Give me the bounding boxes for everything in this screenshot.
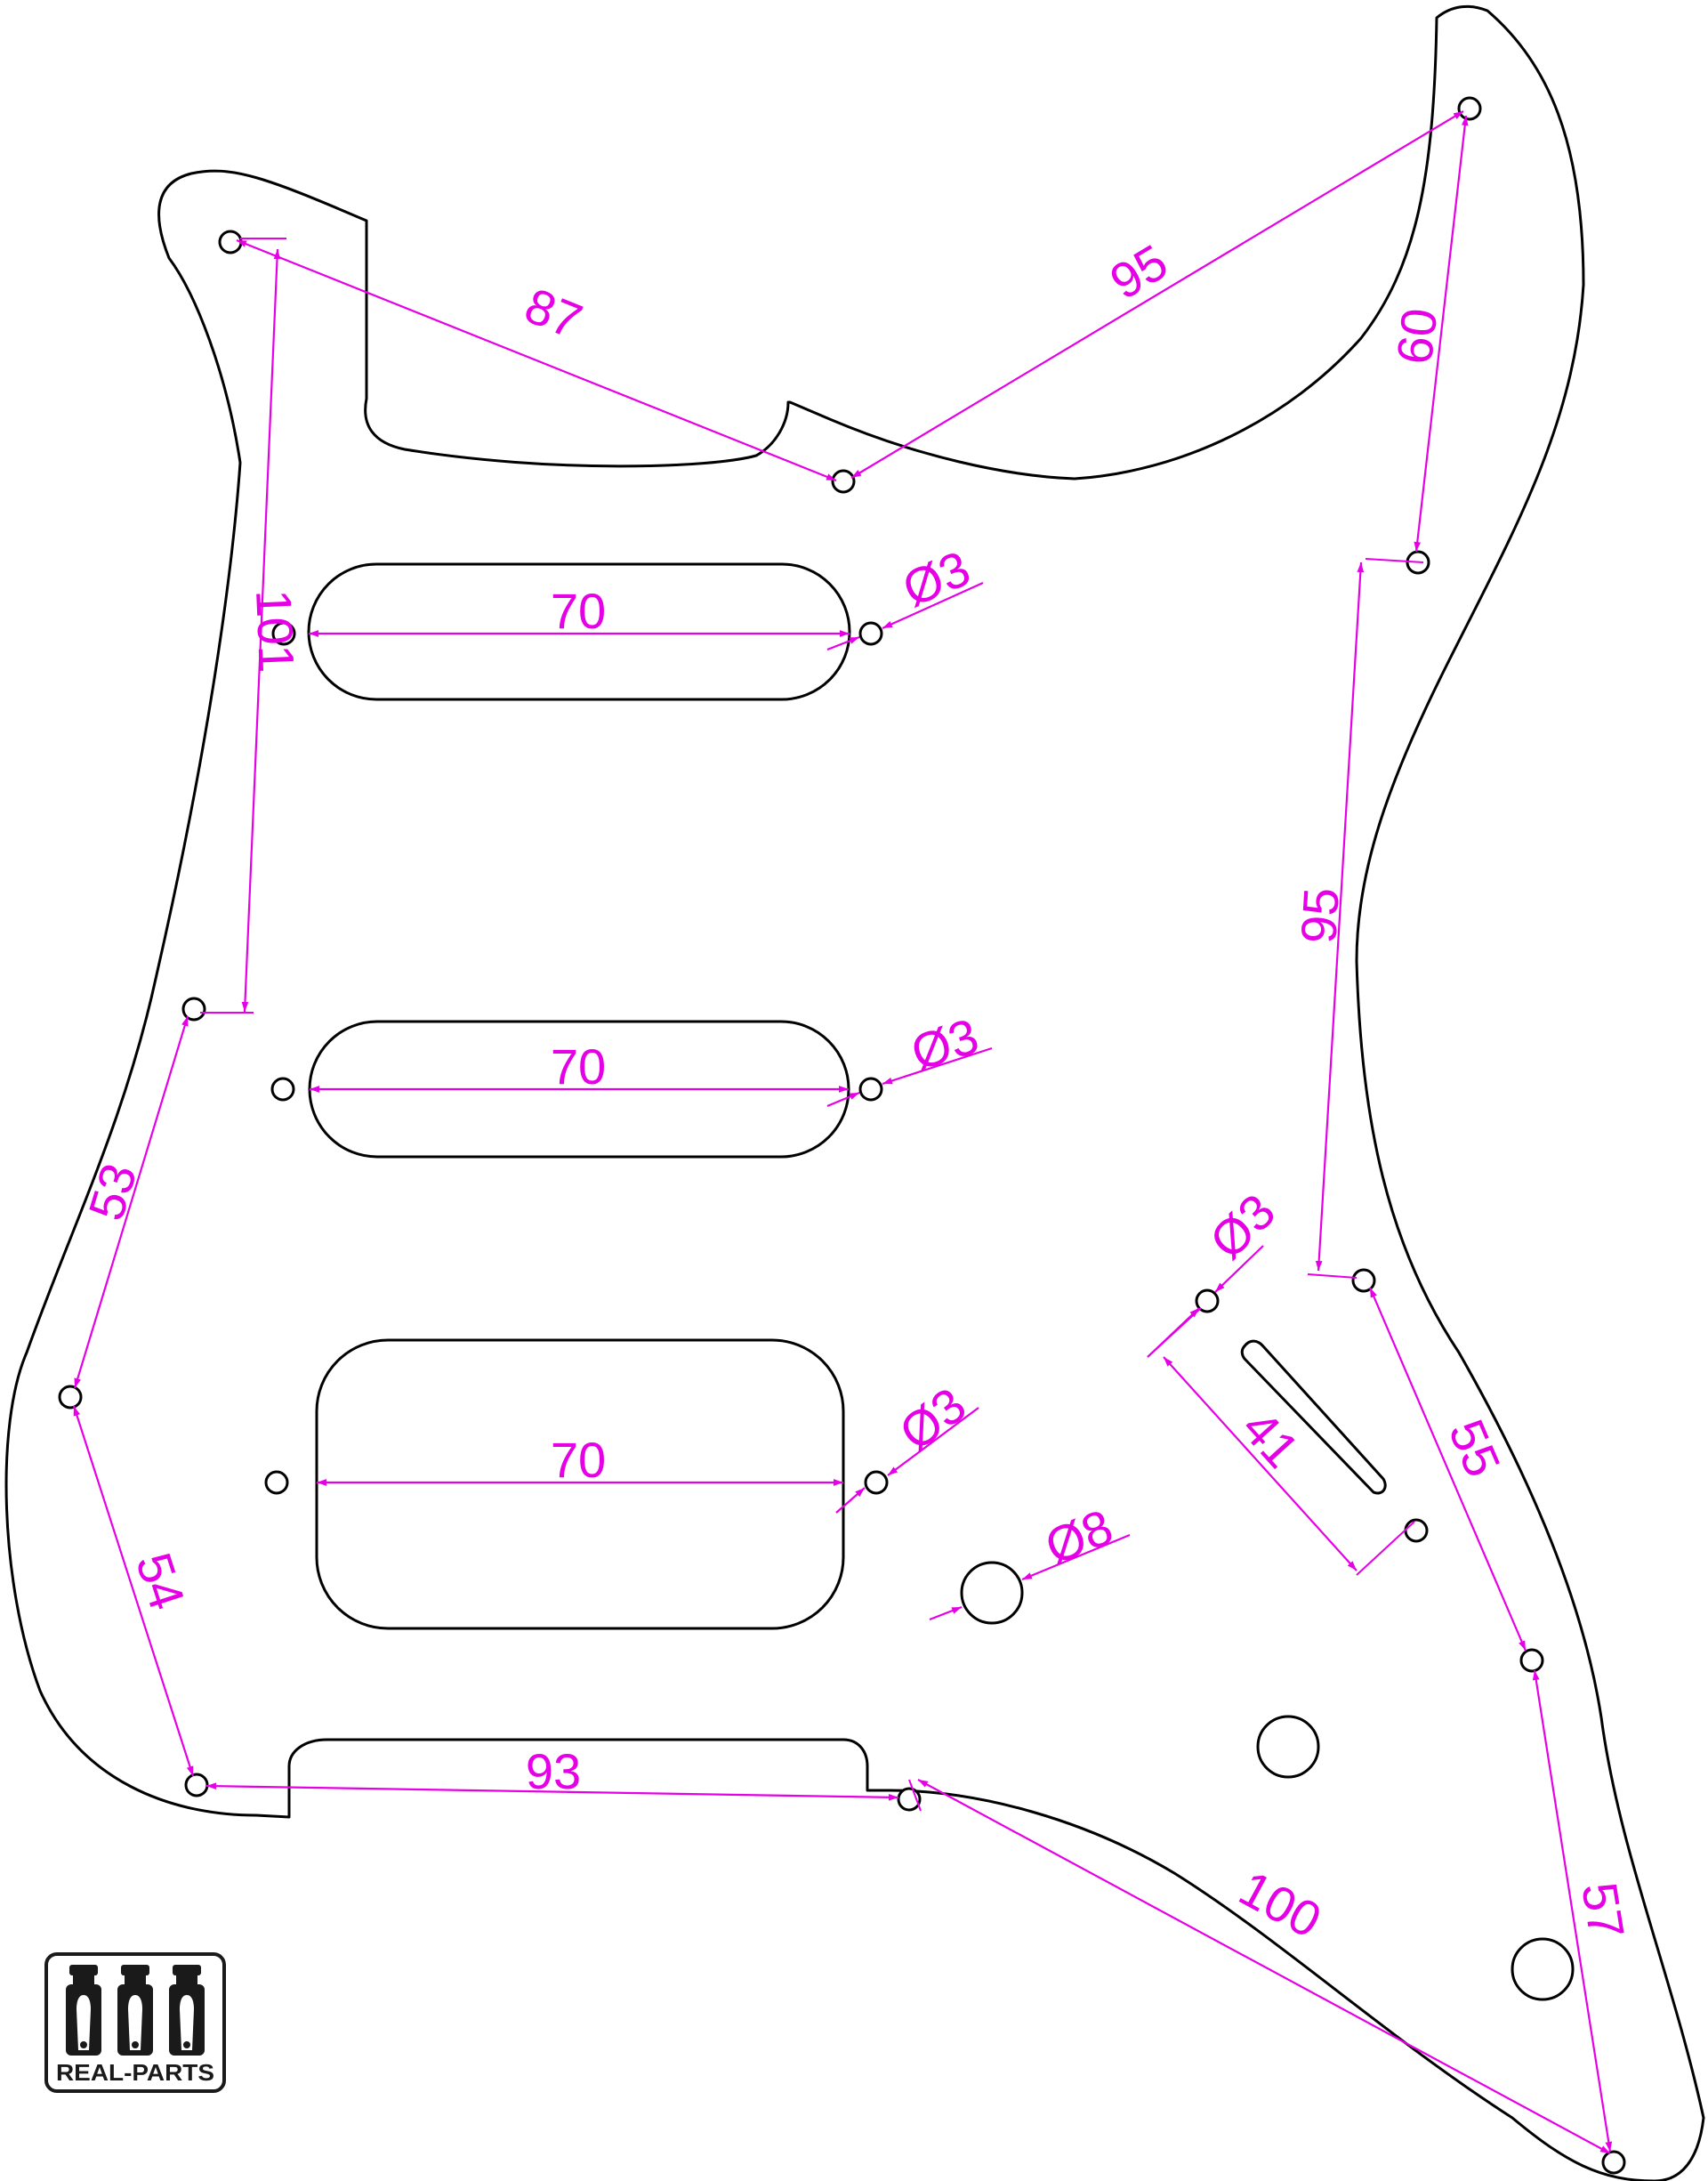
real-parts-logo: REAL-PARTS: [44, 1952, 226, 2093]
switch-mount-hole: [1195, 1288, 1220, 1313]
pickup-mount-hole: [264, 1470, 289, 1495]
dim-95-top: 95: [1100, 233, 1177, 310]
screw-icon: [117, 1965, 153, 2056]
dim-70-bridge: 70: [551, 1432, 606, 1488]
screw-hole: [218, 230, 243, 254]
dim-dia-jack: Ø8: [1037, 1498, 1120, 1575]
dim-54: 54: [125, 1547, 196, 1617]
dim-dia-switch: Ø3: [1199, 1183, 1286, 1269]
pickup-mount-hole: [858, 621, 883, 646]
screw-hole: [184, 1773, 209, 1797]
screw-icon: [169, 1965, 205, 2056]
pickup-mount-hole: [864, 1470, 889, 1495]
dim-70-neck: 70: [551, 583, 606, 639]
screw-hole: [831, 469, 856, 494]
logo-text: REAL-PARTS: [56, 2059, 214, 2086]
dim-53: 53: [77, 1157, 147, 1226]
dim-70-middle: 70: [551, 1038, 606, 1095]
dim-dia-neck: Ø3: [895, 539, 978, 617]
screw-hole: [181, 997, 206, 1022]
screw-hole: [1351, 1268, 1376, 1293]
pot-hole: [1256, 1715, 1320, 1779]
dimension-labels: 87 95 60 101 70 70 70 Ø3 Ø3 Ø3 Ø3 Ø8 95 …: [77, 233, 1635, 1949]
dimension-lines: [72, 110, 1613, 2154]
screw-hole: [1519, 1648, 1544, 1673]
pickup-mount-hole: [858, 1077, 883, 1102]
screw-hole: [1601, 2150, 1626, 2175]
screw-hole: [58, 1385, 83, 1410]
dim-87: 87: [518, 277, 590, 350]
pot-hole: [1511, 1937, 1575, 2001]
screw-holes: [58, 96, 1626, 2175]
switch-mount-hole: [1404, 1518, 1429, 1543]
dim-dia-middle: Ø3: [905, 1007, 986, 1081]
screw-icon: [66, 1965, 101, 2056]
jack-hole: [960, 1561, 1024, 1625]
dim-95-right: 95: [1290, 886, 1349, 945]
pickup-mount-hole: [270, 1077, 295, 1102]
dim-101: 101: [246, 588, 305, 674]
dim-dia-bridge: Ø3: [889, 1377, 976, 1461]
dim-60: 60: [1386, 305, 1448, 367]
screw-hole: [1457, 96, 1482, 121]
dim-41: 41: [1231, 1400, 1310, 1478]
dim-57: 57: [1571, 1878, 1635, 1942]
dim-93: 93: [526, 1743, 581, 1799]
dim-100: 100: [1230, 1860, 1330, 1949]
